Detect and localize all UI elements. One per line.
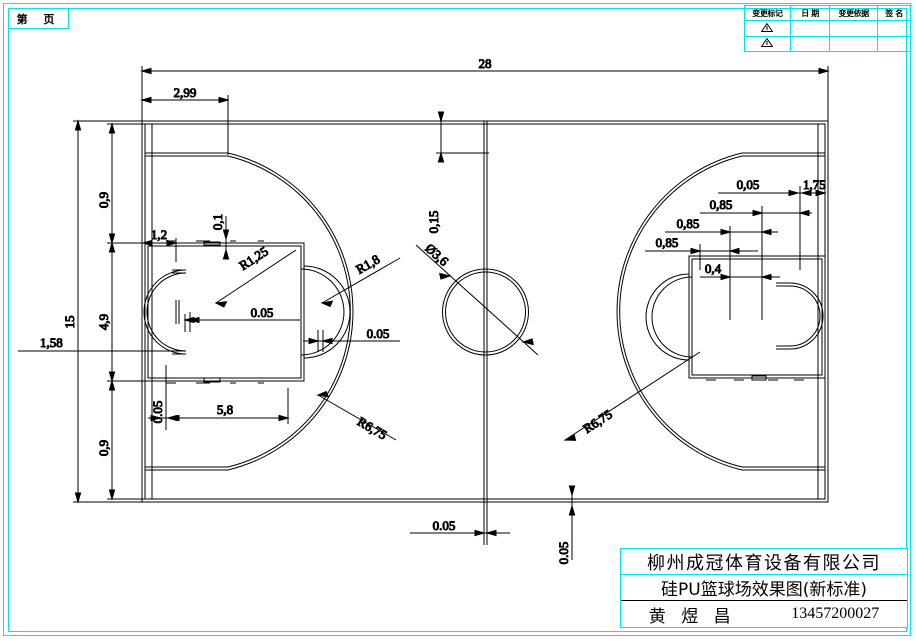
left-backboard <box>175 300 180 324</box>
dim-label-15: 15 <box>62 316 77 329</box>
revision-table: 变更标记 日 期 变更依据 签 名 <box>744 4 911 53</box>
right-three-point-line <box>616 152 825 471</box>
revision-sign-2 <box>877 35 911 53</box>
sheet-border-outer <box>3 3 911 636</box>
dim-015 <box>436 111 489 163</box>
right-key-hash-marks <box>706 375 804 381</box>
dim-label-09-upper: 0,9 <box>96 192 111 208</box>
sheet-border-inner <box>8 8 907 632</box>
dim-label-04: 0,4 <box>705 261 722 276</box>
dim-58 <box>166 388 290 424</box>
dim-label-005-key: 0.05 <box>251 305 274 320</box>
dim-label-28: 28 <box>479 56 492 71</box>
drawing-title: 硅PU篮球场效果图(新标准) <box>661 580 867 600</box>
right-free-throw-circle <box>645 273 693 361</box>
dim-r18-leader <box>320 257 401 308</box>
dim-label-right-005: 0,05 <box>737 177 760 192</box>
contact-phone: 13457200027 <box>791 605 880 622</box>
dim-09-lower <box>107 379 152 501</box>
dim-label-085-lower: 0,85 <box>656 235 679 250</box>
dim-diameter-leader <box>415 244 539 356</box>
title-block-company-row: 柳州成冠体育设备有限公司 <box>621 549 907 575</box>
left-restricted-area-arc <box>143 269 187 355</box>
designer-name: 黄 煜 昌 <box>648 606 736 627</box>
dim-overall-width <box>140 66 830 125</box>
centre-circle <box>442 268 529 356</box>
dim-005-sideline <box>556 485 590 560</box>
dim-label-175: 1,75 <box>803 177 826 192</box>
dim-005-key <box>183 312 300 332</box>
page-number-box: 第 页 <box>8 8 69 29</box>
dim-right-085-lower <box>645 244 758 270</box>
dim-label-158: 1,58 <box>40 335 63 350</box>
court-outer-boundary <box>141 120 829 503</box>
left-key-hash-boxes <box>203 241 221 383</box>
dim-label-diameter: Ø3,6 <box>422 241 451 270</box>
dim-12 <box>141 238 178 262</box>
dim-label-58: 5,8 <box>217 402 233 417</box>
dim-right-175 <box>800 189 827 197</box>
dim-label-r18: R1,8 <box>353 251 382 276</box>
dim-299 <box>140 95 230 155</box>
title-block: 柳州成冠体育设备有限公司 硅PU篮球场效果图(新标准) 黄 煜 昌 134572… <box>620 548 908 628</box>
title-block-drawing-row: 硅PU篮球场效果图(新标准) <box>621 575 907 601</box>
revision-row <box>744 35 911 53</box>
dim-label-085-middle: 0,85 <box>677 216 700 231</box>
dim-49 <box>107 241 152 383</box>
dim-label-005-3pt: 0.05 <box>367 326 390 341</box>
dim-09-upper <box>107 122 152 245</box>
dim-right-085-upper <box>700 206 812 270</box>
dim-label-005-centreline: 0.05 <box>433 518 456 533</box>
warning-triangle-icon <box>761 22 774 32</box>
centre-line <box>483 121 488 502</box>
right-restricted-area-arc <box>776 282 824 350</box>
dim-label-49: 4,9 <box>96 314 111 330</box>
dim-r125-leader <box>214 249 297 308</box>
left-key-rectangle <box>144 242 305 382</box>
company-name: 柳州成冠体育设备有限公司 <box>647 552 881 574</box>
dim-label-005-vert: 0.05 <box>150 401 165 424</box>
dim-label-085-upper: 0,85 <box>710 197 733 212</box>
dim-005-centreline <box>410 502 510 545</box>
dim-right-04 <box>700 270 780 320</box>
dim-right-005 <box>718 186 801 270</box>
page-number-label: 第 页 <box>16 12 61 26</box>
revision-date-2 <box>789 35 831 53</box>
dim-label-12: 1,2 <box>151 227 167 242</box>
dim-r675-right-leader <box>563 351 701 441</box>
dim-label-015: 0,15 <box>426 211 441 234</box>
dim-right-085-middle <box>665 226 778 290</box>
dim-label-01: 0,1 <box>210 214 225 230</box>
dim-overall-height <box>73 119 145 504</box>
right-key-rectangle <box>688 255 826 379</box>
dim-005-3pt <box>303 330 400 352</box>
title-block-contact-row: 黄 煜 昌 13457200027 <box>621 601 907 627</box>
dim-label-299: 2,99 <box>174 85 197 100</box>
revision-header-row: 变更标记 日 期 变更依据 签 名 <box>744 4 911 22</box>
dim-label-09-lower: 0,9 <box>96 440 111 456</box>
dim-label-r675-left: R6,75 <box>355 414 390 443</box>
dim-r675-left-leader <box>316 390 397 441</box>
dim-label-005-sideline: 0.05 <box>556 542 571 565</box>
dim-label-r125: R1,25 <box>236 243 271 273</box>
revision-row <box>744 20 911 37</box>
left-free-throw-circle <box>300 265 351 359</box>
dim-01 <box>212 216 240 260</box>
warning-triangle-icon <box>761 38 774 48</box>
